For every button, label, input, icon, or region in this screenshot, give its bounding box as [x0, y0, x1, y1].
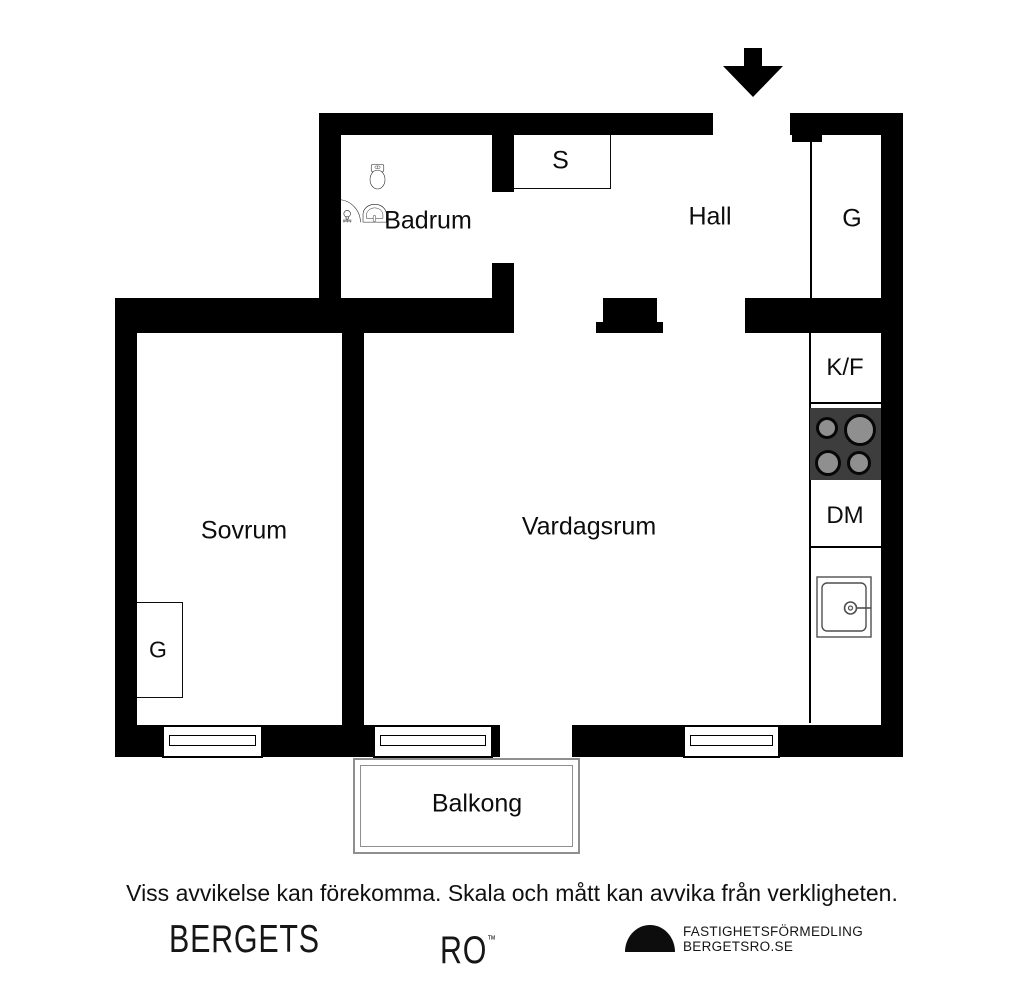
wall-bottom-4: [780, 725, 903, 757]
window-glass-line: [690, 735, 773, 746]
wall-sovrum-vardagsrum: [342, 333, 364, 725]
hall-wardrobe-divider: [810, 135, 812, 298]
burner-icon: [816, 417, 838, 439]
wall-bottom-3: [572, 725, 683, 757]
entrance-arrow-icon: [723, 48, 783, 97]
wall-bottom-2: [263, 725, 373, 757]
wall-stub-lower: [596, 322, 663, 333]
closet-label-s: S: [552, 146, 569, 175]
wall-badrum-right-lower: [492, 263, 514, 298]
trademark-symbol: ™: [487, 934, 496, 946]
window-symbol-vardagsrum-right: [683, 725, 780, 758]
closet-label-g-bedroom: G: [149, 636, 167, 663]
balcony-railing-inner: [360, 765, 573, 847]
wall-stub-upper: [603, 298, 657, 322]
brand-wordmark-bergets: BERGETS: [169, 918, 320, 961]
agency-line1: FASTIGHETSFÖRMEDLING: [683, 924, 864, 939]
room-label-balkong: Balkong: [431, 789, 523, 818]
wall-bottom-pier: [493, 725, 500, 757]
room-label-hall: Hall: [688, 202, 732, 231]
brand-ro-text: RO: [440, 929, 488, 972]
bedroom-wardrobe-box: G: [133, 602, 183, 698]
burner-icon: [815, 450, 841, 476]
window-symbol-sovrum: [162, 725, 263, 758]
agency-dome-logo: [625, 925, 675, 952]
shower-drain-icon: [342, 210, 352, 223]
closet-label-g-hall: G: [842, 204, 862, 233]
wall-left: [115, 298, 137, 757]
wall-right: [881, 113, 903, 757]
wall-bottom-1: [115, 725, 162, 757]
window-symbol-vardagsrum-left: [373, 725, 493, 758]
kitchen-label-dm: DM: [826, 502, 864, 529]
stove-burners-icon: [810, 408, 881, 480]
burner-icon: [847, 451, 871, 475]
window-glass-line: [169, 735, 256, 746]
wall-badrum-left: [319, 135, 341, 298]
wall-band-left: [115, 298, 514, 333]
agency-line2: BERGETSRO.SE: [683, 939, 794, 954]
wall-badrum-right-upper: [492, 135, 514, 192]
agency-text: FASTIGHETSFÖRMEDLING BERGETSRO.SE: [683, 924, 863, 954]
kitchen-counter-divider-2: [810, 546, 882, 548]
kitchen-label-kf: K/F: [826, 354, 864, 381]
room-label-badrum: Badrum: [384, 206, 472, 235]
burner-icon: [844, 414, 876, 446]
wall-band-right: [745, 298, 903, 333]
kitchen-counter-divider-1: [810, 402, 882, 404]
wall-top-right: [790, 113, 903, 135]
bathroom-fixtures: [337, 164, 387, 223]
balcony-railing: Balkong: [353, 758, 580, 854]
wall-notch-hall: [792, 135, 822, 142]
kitchen-counter-edge: [809, 333, 811, 723]
shower-arc: [337, 199, 361, 223]
room-label-vardagsrum: Vardagsrum: [521, 512, 657, 541]
washbasin-icon: [362, 204, 387, 223]
brand-wordmark-ro: RO™: [440, 921, 496, 970]
toilet-icon: [369, 164, 386, 190]
disclaimer-text: Viss avvikelse kan förekomma. Skala och …: [126, 880, 898, 906]
window-glass-line: [380, 735, 486, 746]
kitchen-sink-icon: [816, 576, 872, 638]
wall-top-left: [319, 113, 713, 135]
room-label-sovrum: Sovrum: [200, 516, 288, 545]
hall-closet-box: S: [510, 133, 611, 189]
